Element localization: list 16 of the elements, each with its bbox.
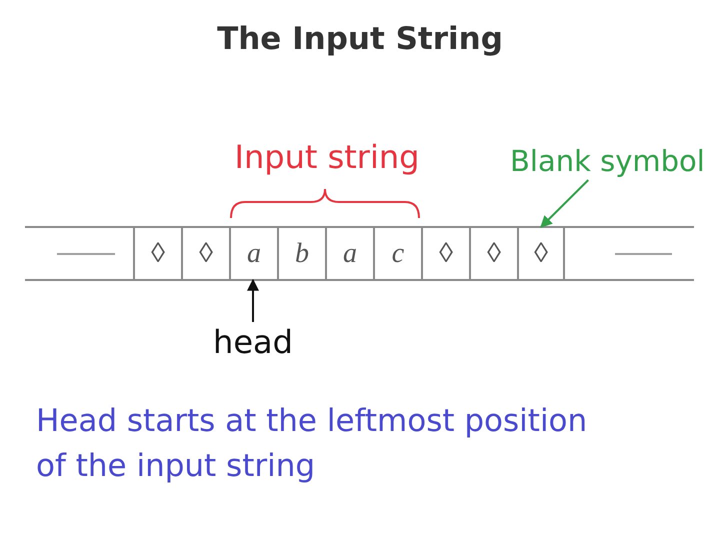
note-text: Head starts at the leftmost position of the input string [36, 402, 588, 486]
callout-label: Blank symbol [510, 142, 705, 180]
tape-cell: ◊ [421, 227, 469, 280]
tape-cell: b [277, 227, 325, 280]
arrow [247, 278, 259, 322]
pointer-label: head [198, 322, 308, 362]
tape-cell: ◊ [133, 227, 181, 280]
tape-cell: a [229, 227, 277, 280]
title: The Input String [216, 20, 504, 59]
arrow [540, 179, 589, 228]
tape-cell: ◊ [469, 227, 517, 280]
bracket-label: Input string [234, 137, 420, 177]
tape-cell: ◊ [181, 227, 229, 280]
tape-cell: a [325, 227, 373, 280]
tape-cell: c [373, 227, 421, 280]
tape-cell: ◊ [517, 227, 565, 280]
